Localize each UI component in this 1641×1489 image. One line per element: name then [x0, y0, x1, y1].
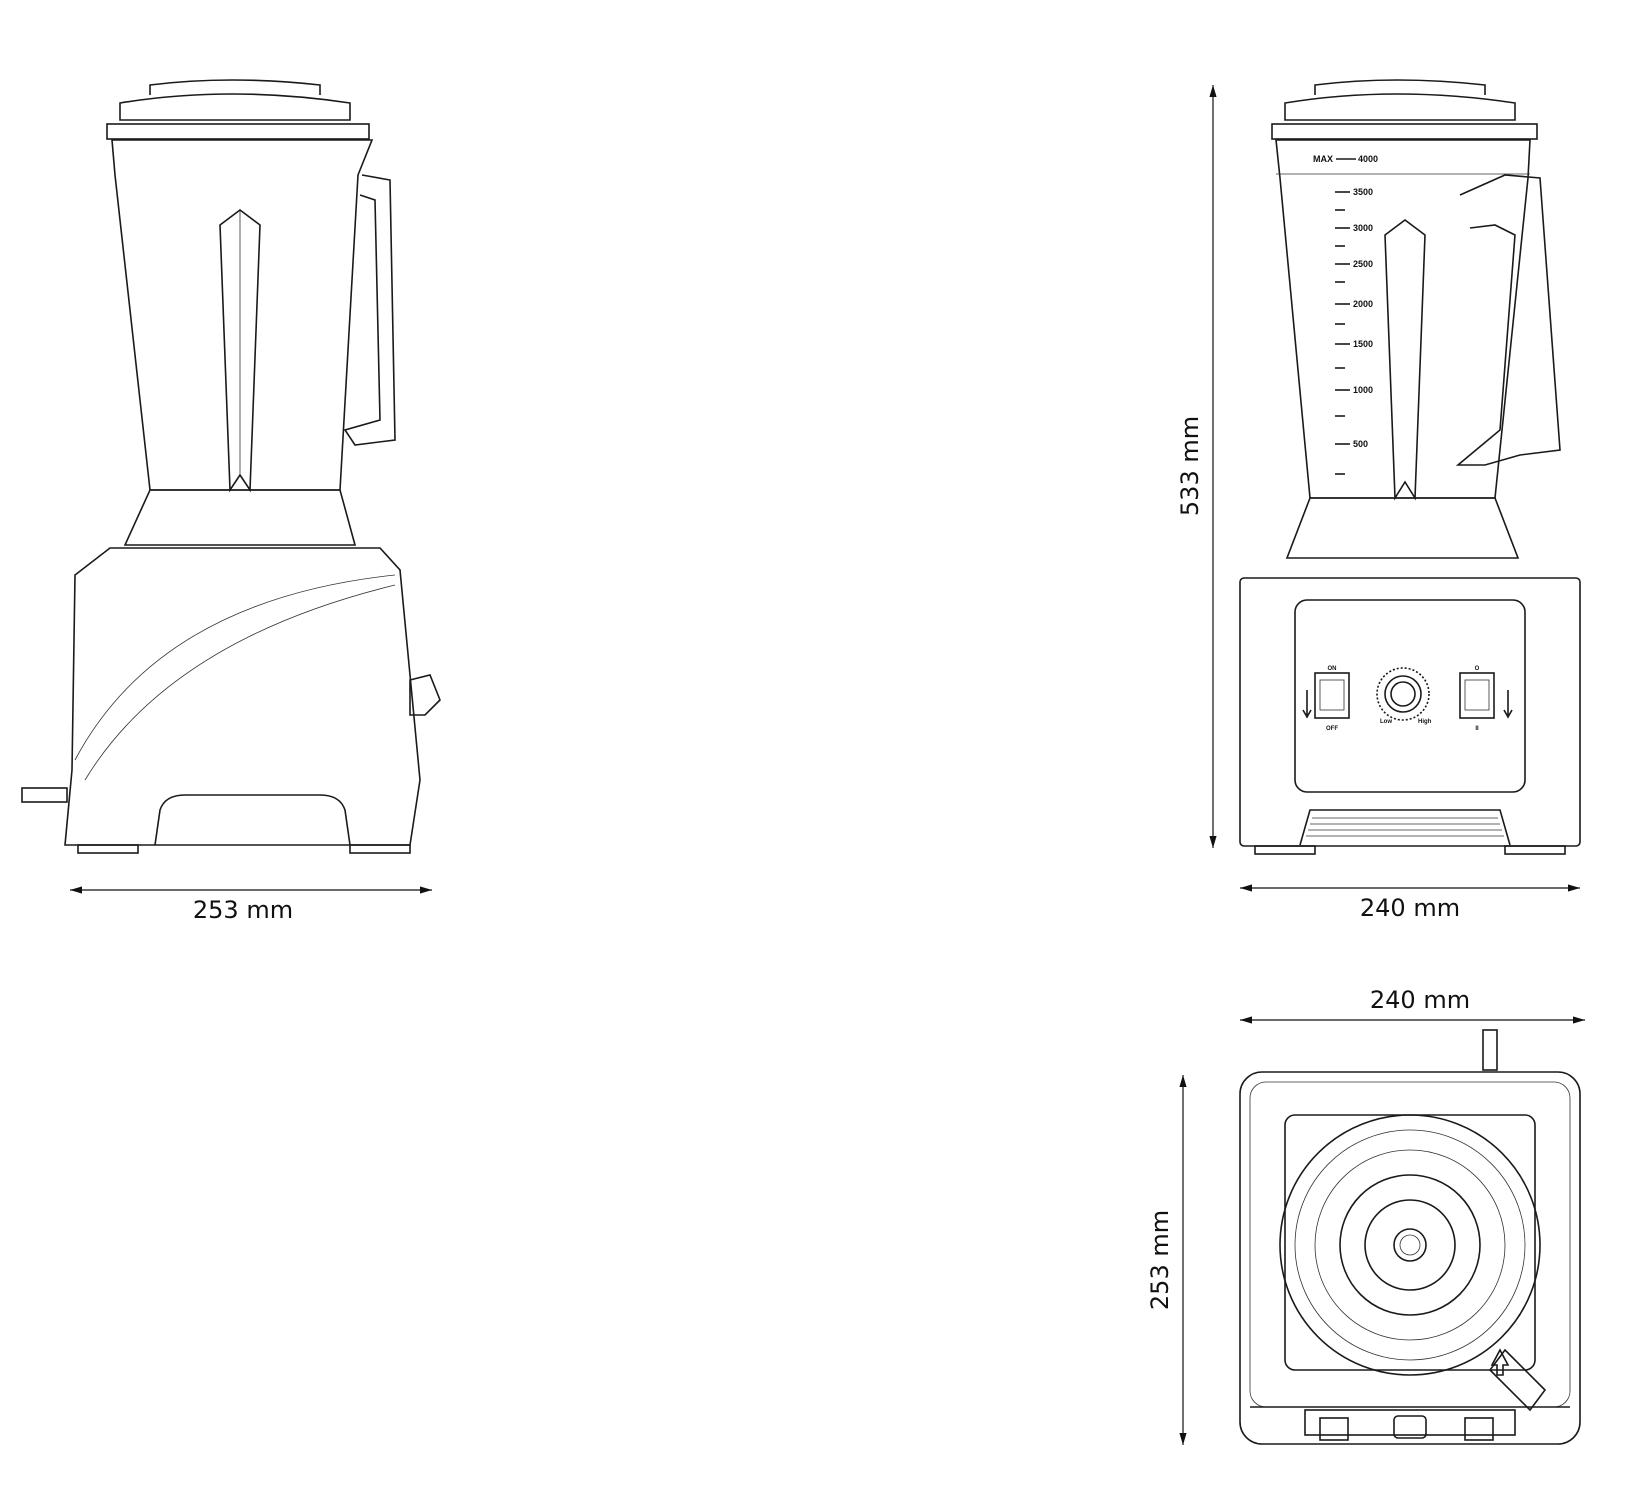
side-switch: [409, 674, 441, 716]
scale-mark: 1500: [1353, 339, 1373, 349]
top-width-label: 240 mm: [1370, 986, 1470, 1014]
jar: [111, 139, 374, 491]
base-cutout: [154, 794, 351, 846]
jar-base-square: [1284, 1114, 1536, 1371]
max-label: MAX: [1313, 154, 1333, 164]
speed-knob-top: [1393, 1415, 1427, 1439]
scale-mark: 4000: [1358, 154, 1378, 164]
lid-cap: [149, 79, 321, 95]
lid-cap: [1393, 1228, 1427, 1262]
speed-knob[interactable]: [1384, 675, 1422, 713]
vent-grille: [1299, 809, 1511, 846]
lid-rim: [106, 123, 370, 140]
jar: [1275, 139, 1531, 499]
power-switch-top: [1319, 1417, 1349, 1441]
arrow-down-icon: [1302, 690, 1312, 719]
knob-low-label: Low: [1380, 719, 1392, 725]
scale-mark: 2000: [1353, 299, 1373, 309]
measurement-scale: 4000 3500 3000 2500 2000 1500 1000 500: [1335, 154, 1378, 475]
foot: [1504, 845, 1566, 855]
top-depth-label: 253 mm: [1146, 1210, 1174, 1310]
pulse-switch[interactable]: [1459, 672, 1495, 719]
power-cord: [1482, 1029, 1498, 1071]
front-view: 533 mm MAX 4000 3500 3000 2500 2000 1500…: [1176, 79, 1581, 922]
switch-o-label: O: [1475, 666, 1480, 672]
power-switch[interactable]: [1314, 672, 1350, 719]
foot: [1254, 845, 1316, 855]
pulse-switch-top: [1464, 1417, 1494, 1441]
speed-dial-scale: [1376, 667, 1430, 721]
side-width-label: 253 mm: [193, 896, 293, 924]
switch-off-label: OFF: [1326, 726, 1338, 732]
lid-rim: [1271, 123, 1538, 140]
foot: [349, 844, 411, 854]
jar-rib: [1384, 219, 1426, 501]
front-width-label: 240 mm: [1360, 894, 1460, 922]
scale-mark: 2500: [1353, 259, 1373, 269]
lid: [119, 93, 351, 121]
arrow-up-icon: [1490, 1348, 1510, 1376]
spout: [1488, 1348, 1547, 1412]
handle: [343, 174, 396, 446]
jar-base: [123, 489, 357, 546]
top-view: 240 mm 253 mm: [1146, 986, 1585, 1445]
scale-mark: 500: [1353, 439, 1368, 449]
arrow-down-icon: [1503, 690, 1513, 719]
switch-on-label: ON: [1328, 666, 1337, 672]
handle: [1455, 174, 1561, 466]
side-view: 253 mm: [21, 79, 441, 924]
lid-center: [1339, 1174, 1481, 1316]
switch-ii-label: II: [1475, 726, 1479, 732]
scale-mark: 3000: [1353, 223, 1373, 233]
lid: [1284, 93, 1516, 121]
power-cord: [21, 787, 68, 803]
motor-base: [1239, 577, 1581, 847]
jar-rim: [1279, 1114, 1541, 1376]
control-panel: [1294, 599, 1526, 793]
scale-mark: 1000: [1353, 385, 1373, 395]
foot: [77, 844, 139, 854]
scale-mark: 3500: [1353, 187, 1373, 197]
control-strip: [1304, 1409, 1516, 1436]
lid-cap: [1314, 79, 1486, 95]
base-outline: [1239, 1071, 1581, 1445]
knob-high-label: High: [1418, 719, 1432, 725]
jar-base: [1285, 497, 1520, 559]
front-height-label: 533 mm: [1176, 416, 1204, 516]
